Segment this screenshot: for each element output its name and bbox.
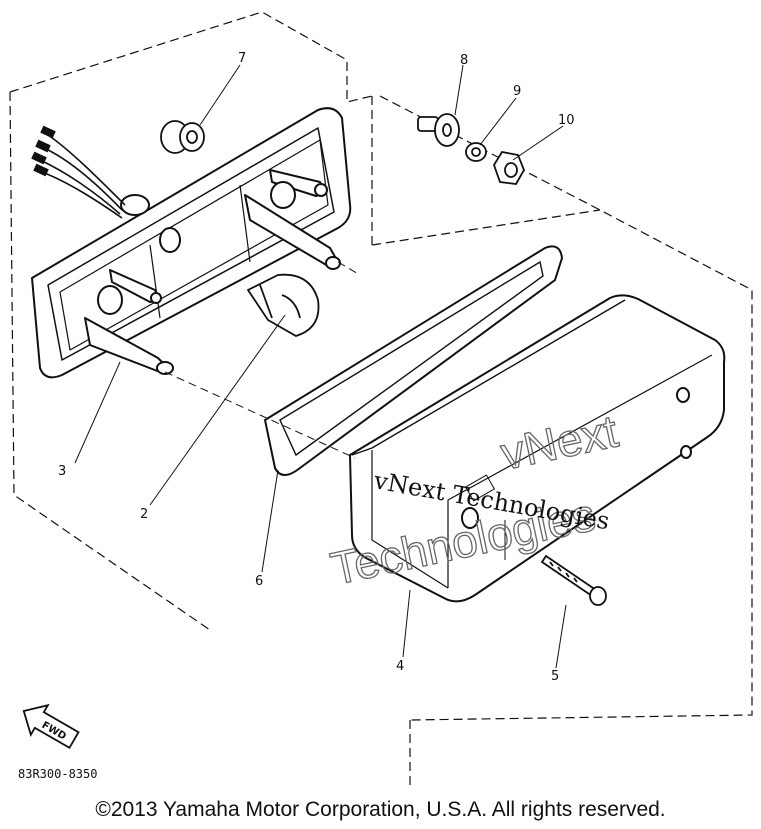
fwd-arrow-icon: FWD (22, 703, 80, 750)
callout-10: 10 (558, 113, 575, 128)
gasket (263, 245, 564, 476)
callout-4: 4 (396, 659, 404, 674)
bulb (246, 273, 320, 337)
washer (465, 142, 487, 162)
leader-lines (74, 64, 567, 669)
callout-labels: 7 8 9 10 3 2 6 4 5 (58, 51, 575, 684)
assembly-dashed-outline (9, 11, 753, 790)
grommet (160, 120, 205, 154)
callout-5: 5 (551, 669, 559, 684)
nut (493, 151, 525, 185)
callout-3: 3 (58, 464, 66, 479)
lamp-housing (31, 107, 352, 379)
callout-2: 2 (140, 507, 148, 522)
callout-8: 8 (460, 53, 468, 68)
copyright-notice: ©2013 Yamaha Motor Corporation, U.S.A. A… (95, 798, 666, 821)
callout-6: 6 (255, 574, 263, 589)
callout-7: 7 (238, 51, 246, 66)
part-code: 83R300-8350 (18, 767, 97, 781)
collar (417, 113, 460, 147)
lens (349, 294, 726, 603)
callout-9: 9 (513, 84, 521, 99)
wiring-harness (31, 125, 126, 219)
screw (540, 554, 607, 606)
